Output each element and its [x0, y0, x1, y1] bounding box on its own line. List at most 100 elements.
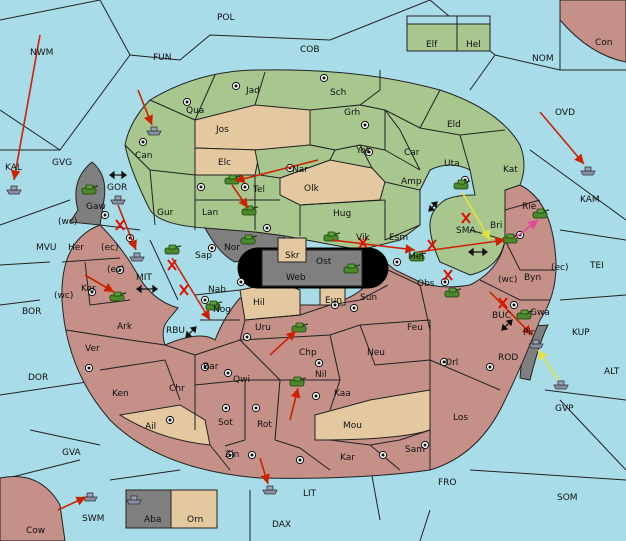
label-qwi: Qwi [233, 375, 250, 385]
label-amp: Amp [401, 177, 422, 187]
label-mou: Mou [343, 421, 362, 431]
label-pol: POL [217, 13, 235, 23]
label-coast-ec-kor: (ec) [107, 265, 125, 275]
label-sun: Sun [360, 293, 377, 303]
label-feu: Feu [407, 323, 423, 333]
label-jad: Jad [245, 86, 260, 96]
failed-orders [115, 212, 508, 309]
label-cob: COB [300, 45, 320, 55]
landmass-rose [61, 184, 557, 479]
label-sam: Sam [405, 445, 425, 455]
label-som: SOM [557, 493, 578, 503]
label-dor: DOR [28, 373, 48, 383]
label-uta: Uta [444, 159, 460, 169]
label-ark: Ark [117, 322, 133, 332]
label-ovd: OVD [555, 108, 575, 118]
label-orl: Orl [445, 358, 458, 368]
label-gvp: GVP [555, 404, 574, 414]
label-kaa: Kaa [334, 389, 351, 399]
label-elf: Elf [426, 40, 438, 50]
label-ken: Ken [112, 389, 129, 399]
province-labels: Jad Sch Qua Jos Grh Eld Can Elc Nar Yok … [68, 40, 550, 525]
province-olk[interactable] [279, 159, 386, 206]
label-hel: Hel [466, 40, 481, 50]
label-rbu: RBU [166, 326, 185, 336]
label-los: Los [453, 413, 468, 423]
label-mel: Mel [408, 252, 424, 262]
label-con: Con [595, 38, 613, 48]
label-gvg: GVG [52, 158, 72, 168]
label-gor: GOR [107, 183, 127, 193]
label-ail: Ail [145, 422, 156, 432]
label-ost: Ost [316, 257, 332, 267]
order-arrows [10, 34, 585, 511]
label-cow: Cow [26, 526, 45, 536]
label-grh: Grh [344, 108, 360, 118]
label-nor: Nor [224, 243, 240, 253]
label-uru: Uru [255, 323, 271, 333]
label-sma: SMA [456, 226, 476, 236]
label-kam: KAM [580, 195, 600, 205]
label-bor: BOR [22, 307, 41, 317]
label-olk: Olk [304, 184, 320, 194]
label-sch: Sch [330, 88, 346, 98]
label-coast-wc-her: (wc) [58, 217, 77, 227]
label-can: Can [135, 151, 153, 161]
label-bri: Bri [490, 221, 502, 231]
label-yok: Yok [355, 146, 372, 156]
label-kor: Kor [81, 284, 96, 294]
label-nar: Nar [292, 165, 308, 175]
label-rod: ROD [498, 353, 518, 363]
label-swm: SWM [82, 514, 104, 524]
label-neu: Neu [367, 348, 385, 358]
label-nwm: NWM [30, 48, 53, 58]
label-chp: Chp [299, 348, 317, 358]
province-cow[interactable] [0, 476, 66, 541]
label-hil: Hil [253, 298, 265, 308]
label-nil: Nil [315, 370, 327, 380]
label-eld: Eld [447, 120, 461, 130]
label-gur: Gur [157, 208, 174, 218]
label-eun: Eun [325, 296, 342, 306]
label-gva: GVA [62, 448, 82, 458]
label-bar: Bar [203, 362, 219, 372]
label-qua: Qua [186, 106, 204, 116]
label-sap: Sap [195, 251, 212, 261]
label-kar: Kar [340, 453, 355, 463]
label-ver: Ver [85, 344, 100, 354]
label-chr: Chr [169, 384, 185, 394]
label-buc: BUC [492, 311, 511, 321]
province-ail[interactable] [118, 404, 211, 446]
label-lan: Lan [202, 208, 218, 218]
label-dax: DAX [272, 520, 291, 530]
label-esm: Esm [389, 233, 408, 243]
label-sot: Sot [218, 418, 233, 428]
label-nog: Nog [213, 305, 231, 315]
label-hug: Hug [333, 209, 351, 219]
label-kup: KUP [572, 328, 590, 338]
label-skr: Skr [285, 251, 300, 261]
label-gaw: Gaw [86, 202, 106, 212]
label-fro: FRO [438, 478, 457, 488]
label-web: Web [286, 273, 306, 283]
sea-zone-labels: POL NWM FUN COB NOM OVD KAM TEI KUP ALT … [5, 13, 620, 536]
label-kat: Kat [503, 165, 518, 175]
label-zin: Zin [225, 450, 239, 460]
label-mit: MIT [136, 273, 152, 283]
label-orn: Orn [187, 515, 203, 525]
province-orn[interactable] [170, 489, 218, 529]
label-tei: TEI [589, 261, 604, 271]
label-alt: ALT [604, 367, 620, 377]
label-obs: Obs [417, 279, 435, 289]
label-elc: Elc [218, 158, 231, 168]
label-rot: Rot [257, 420, 272, 430]
label-coast-wc-byn: (wc) [498, 275, 517, 285]
label-jos: Jos [215, 125, 229, 135]
coast-tags: (wc) (ec) (ec) (wc) (wc) (ec) [54, 217, 569, 301]
label-her: Her [68, 243, 84, 253]
label-tel: Tel [252, 185, 265, 195]
label-nom: NOM [532, 54, 554, 64]
label-rie: Rie [522, 202, 537, 212]
label-lit: LIT [303, 489, 317, 499]
